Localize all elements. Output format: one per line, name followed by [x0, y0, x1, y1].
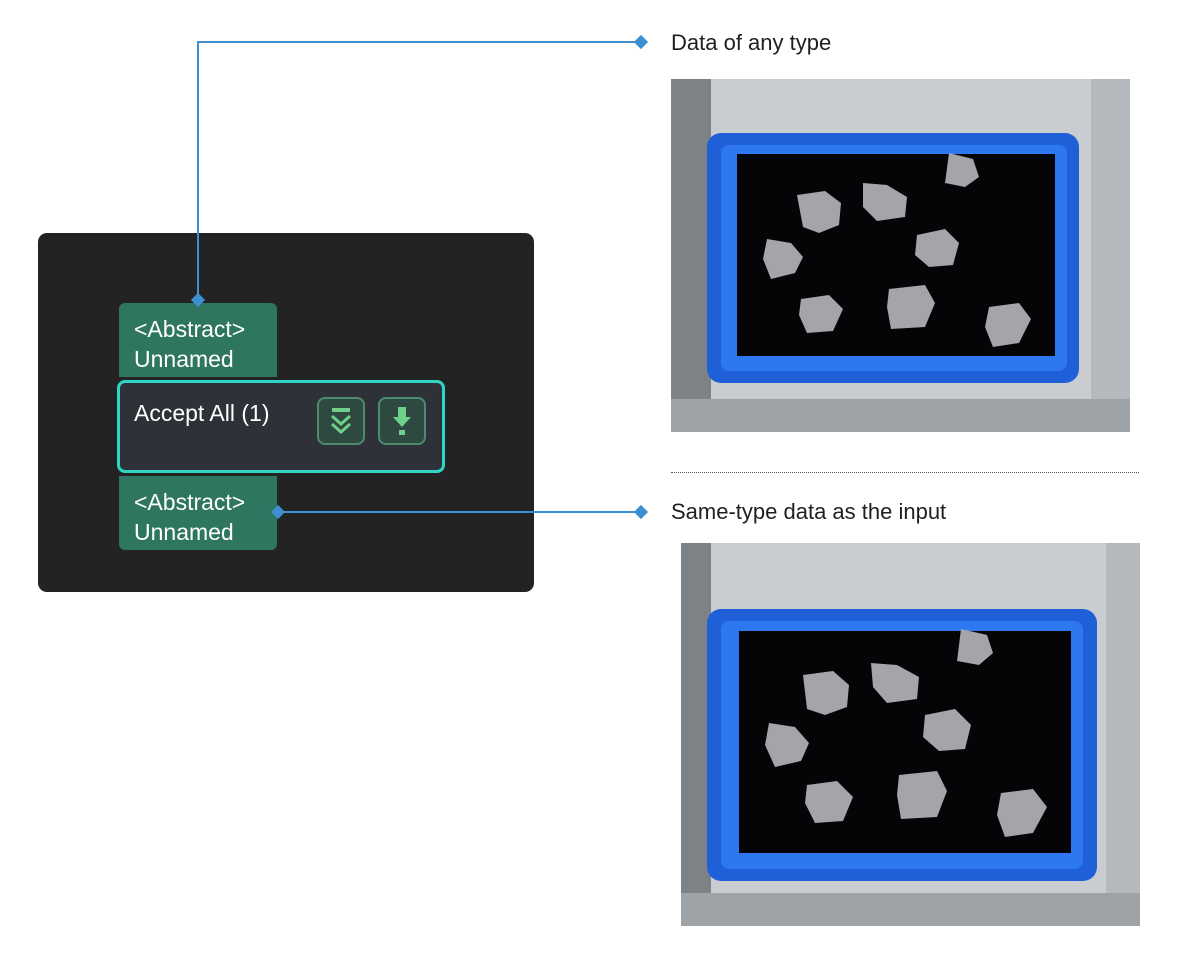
input-image — [671, 79, 1130, 432]
input-connector-end-diamond — [633, 34, 649, 50]
step-title: Accept All (1) — [134, 400, 270, 426]
collapse-chevrons-icon — [331, 408, 351, 435]
output-connector-end-diamond — [633, 504, 649, 520]
input-description: Data of any type — [671, 30, 832, 55]
output-port-name: Unnamed — [134, 519, 234, 545]
divider — [671, 472, 1139, 473]
input-port-type: <Abstract> — [134, 316, 246, 342]
output-description: Same-type data as the input — [671, 499, 947, 524]
output-port[interactable]: <Abstract> Unnamed — [119, 476, 277, 550]
input-port-name: Unnamed — [134, 346, 234, 372]
input-port[interactable]: <Abstract> Unnamed — [119, 303, 277, 377]
output-image — [681, 543, 1140, 926]
output-port-type: <Abstract> — [134, 489, 246, 515]
debug-output-icon — [393, 407, 411, 435]
collapse-button[interactable] — [317, 397, 365, 445]
debug-output-button[interactable] — [378, 397, 426, 445]
